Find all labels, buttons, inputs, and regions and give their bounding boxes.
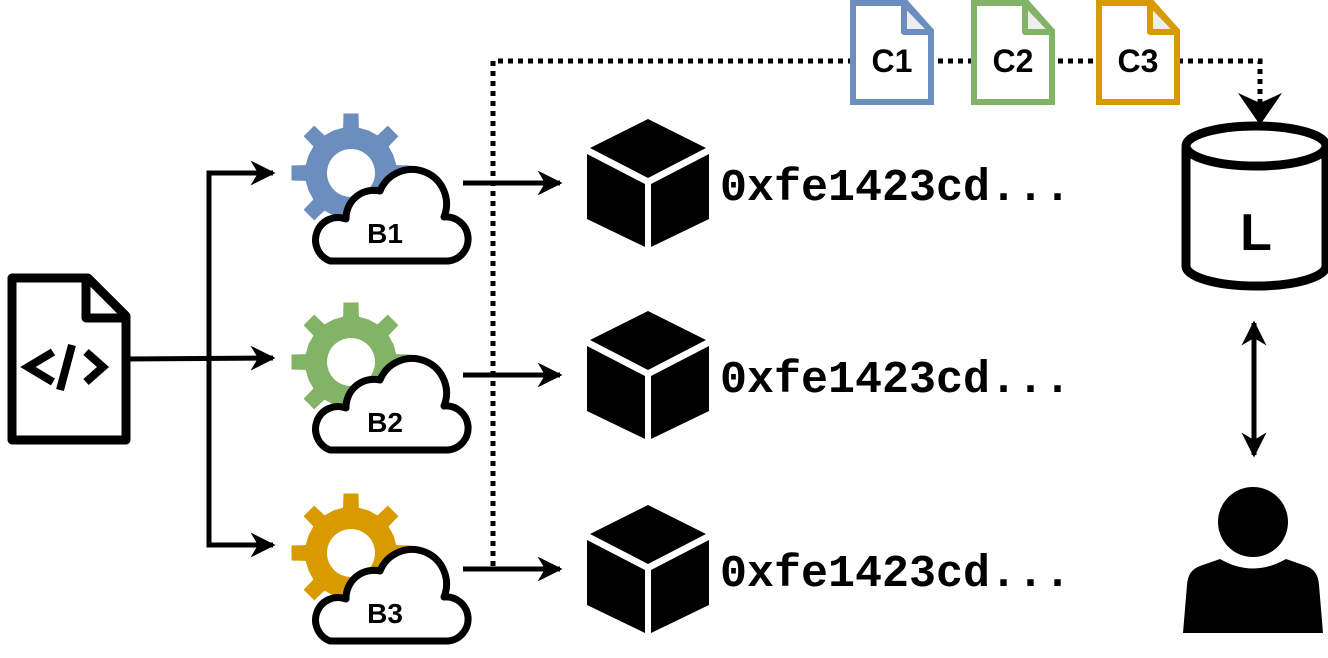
- arrow-to-ledger: [1238, 93, 1282, 125]
- artifact-2: 0xfe1423cd...: [587, 311, 1071, 439]
- certificate-label: C1: [872, 43, 913, 79]
- document-icon: [1096, 0, 1180, 105]
- cube-icon: [587, 311, 709, 439]
- cloud-icon: [312, 545, 472, 645]
- certificate-c1: C1: [850, 0, 934, 105]
- cube-icon: [587, 119, 709, 247]
- certificate-label: C2: [993, 43, 1034, 79]
- artifact-hash: 0xfe1423cd...: [720, 549, 1071, 600]
- cloud-icon: [312, 354, 472, 454]
- arrow-to-b3: [206, 359, 276, 558]
- builder-b2: B2: [291, 302, 472, 454]
- fanout-connectors: [125, 160, 276, 558]
- builder-label: B2: [367, 407, 403, 438]
- certificate-route: [490, 58, 1282, 566]
- artifact-arrows: [463, 170, 563, 582]
- arrow-to-b1: [206, 160, 276, 359]
- document-icon: [971, 0, 1055, 105]
- source-code-file: [7, 273, 131, 445]
- artifact-hash: 0xfe1423cd...: [720, 163, 1071, 214]
- user-icon: [1183, 487, 1323, 633]
- certificate-c2: C2: [971, 0, 1055, 105]
- certificate-label: C3: [1118, 43, 1159, 79]
- artifact-1: 0xfe1423cd...: [587, 119, 1071, 247]
- ledger-label: L: [1240, 204, 1272, 262]
- ledger-database: L: [1181, 121, 1328, 291]
- cube-icon: [587, 505, 709, 633]
- artifact-3: 0xfe1423cd...: [587, 505, 1071, 633]
- builder-label: B3: [367, 598, 403, 629]
- certificate-c3: C3: [1096, 0, 1180, 105]
- arrow-to-b2: [125, 345, 276, 371]
- builder-b3: B3: [291, 493, 472, 645]
- builder-label: B1: [367, 218, 403, 249]
- cloud-icon: [312, 165, 472, 265]
- builder-b1: B1: [291, 113, 472, 265]
- code-brackets-icon: [20, 343, 110, 392]
- document-icon: [850, 0, 934, 105]
- artifact-hash: 0xfe1423cd...: [720, 355, 1071, 406]
